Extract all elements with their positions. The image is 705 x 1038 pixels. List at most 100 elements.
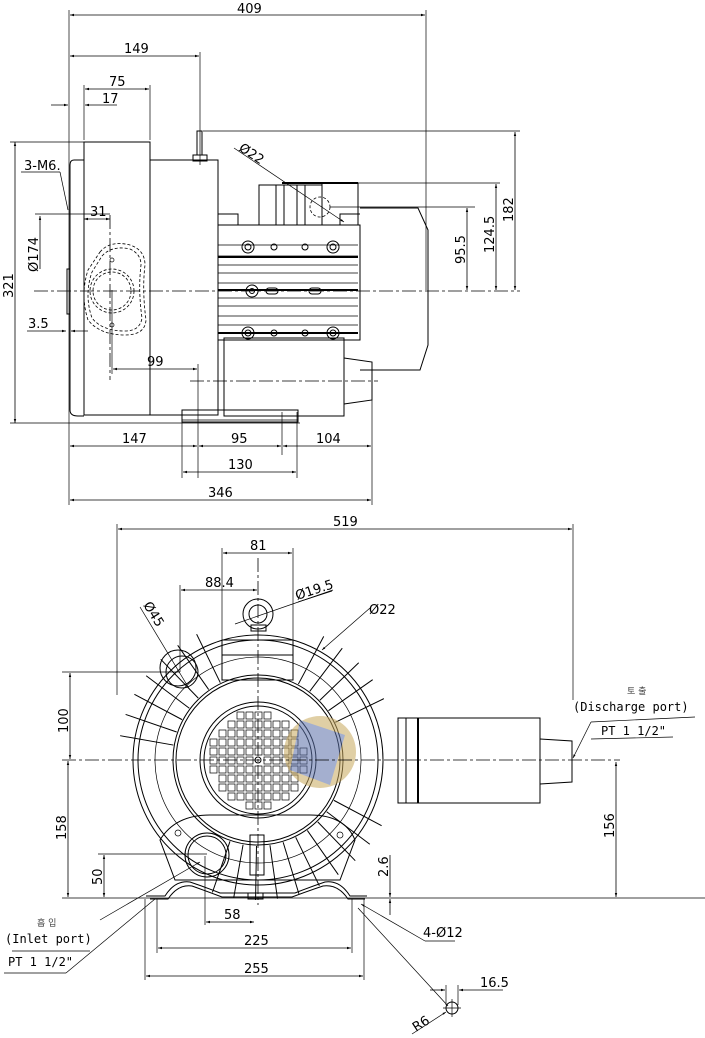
grille-hole (245, 729, 254, 738)
dim-158: 158 (55, 815, 70, 840)
dim-16-5: 16.5 (480, 976, 509, 991)
grille-hole (227, 756, 236, 765)
fin (177, 645, 210, 690)
dim-81: 81 (250, 539, 267, 554)
dim-2-6: 2.6 (377, 856, 392, 877)
grille-hole (263, 792, 272, 801)
grille-hole (245, 765, 254, 774)
dim-95: 95 (231, 432, 248, 447)
dim-255: 255 (244, 962, 269, 977)
fin (120, 735, 174, 746)
grille-hole (236, 711, 245, 720)
fin (255, 845, 257, 900)
discharge-thread: PT 1 1/2" (601, 724, 666, 738)
grille-hole (281, 774, 290, 783)
grille-hole (236, 774, 245, 783)
grille-hole (218, 738, 227, 747)
inlet-thread: PT 1 1/2" (8, 955, 73, 969)
dim-pipe-dia: Ø22 (236, 141, 267, 168)
grille-hole (254, 729, 263, 738)
dim-3-5: 3.5 (28, 317, 49, 332)
fin (134, 693, 183, 721)
grille-hole (272, 729, 281, 738)
fin (333, 799, 382, 827)
grille-hole (227, 738, 236, 747)
grille-hole (236, 756, 245, 765)
fin (309, 647, 343, 692)
fin (326, 811, 371, 845)
grille-hole (218, 783, 227, 792)
dim-88-4: 88.4 (205, 576, 234, 591)
fin (211, 841, 231, 893)
dim-104: 104 (316, 432, 341, 447)
fin (269, 845, 278, 899)
dim-75: 75 (109, 75, 126, 90)
grille-hole (290, 783, 299, 792)
grille-hole (218, 774, 227, 783)
dim-149: 149 (124, 42, 149, 57)
grille-hole (245, 711, 254, 720)
grille-hole (254, 774, 263, 783)
fin (160, 658, 199, 699)
grille-hole (281, 720, 290, 729)
fin (233, 844, 244, 898)
grille-hole (254, 711, 263, 720)
side-view: 409 149 75 17 3-M6. Ø22 (2, 2, 520, 505)
grille-hole (254, 801, 263, 810)
grille-hole (254, 792, 263, 801)
dim-147: 147 (122, 432, 147, 447)
dim-flange-dia: Ø174 (27, 237, 42, 272)
dim-58: 58 (224, 908, 241, 923)
grille-hole (218, 747, 227, 756)
grille-hole (263, 801, 272, 810)
grille-hole (254, 783, 263, 792)
grille-hole (227, 783, 236, 792)
watermark-logo (284, 716, 356, 788)
grille-hole (245, 738, 254, 747)
grille-hole (245, 720, 254, 729)
discharge-korean: 토 출 (627, 686, 646, 697)
dim-225: 225 (244, 934, 269, 949)
grille-hole (272, 720, 281, 729)
grille-hole (281, 792, 290, 801)
dim-eyebolt-dia: Ø19.5 (294, 577, 336, 603)
grille-hole (236, 783, 245, 792)
dim-inlet-dia: Ø45 (140, 599, 167, 630)
dim-17: 17 (102, 92, 119, 107)
grille-hole (209, 738, 218, 747)
grille-hole (218, 729, 227, 738)
dim-31: 31 (90, 205, 107, 220)
dim-409: 409 (237, 2, 262, 17)
dim-100: 100 (57, 708, 72, 733)
grille-hole (272, 738, 281, 747)
grille-hole (263, 783, 272, 792)
grille-hole (272, 792, 281, 801)
fin (306, 830, 339, 875)
fin (145, 675, 190, 709)
grille-hole (236, 765, 245, 774)
grille-hole (263, 738, 272, 747)
inlet-korean: 흡 입 (37, 917, 56, 929)
grille-hole (263, 747, 272, 756)
grille-hole (263, 756, 272, 765)
grille-hole (245, 783, 254, 792)
grille-hole (209, 765, 218, 774)
cooling-fins (120, 633, 385, 900)
grille-hole (272, 756, 281, 765)
grille-hole (272, 783, 281, 792)
fan-grille (209, 711, 308, 810)
grille-hole (281, 783, 290, 792)
fin (196, 633, 221, 683)
fin (319, 662, 360, 701)
grille-hole (227, 720, 236, 729)
dim-ring-dia: Ø22 (369, 603, 396, 618)
grille-hole (218, 756, 227, 765)
grille-hole (254, 720, 263, 729)
dim-124-5: 124.5 (483, 216, 498, 253)
grille-hole (227, 729, 236, 738)
dim-156: 156 (603, 813, 618, 838)
grille-hole (218, 765, 227, 774)
grille-hole (272, 774, 281, 783)
discharge-label: (Discharge port) (573, 700, 689, 714)
